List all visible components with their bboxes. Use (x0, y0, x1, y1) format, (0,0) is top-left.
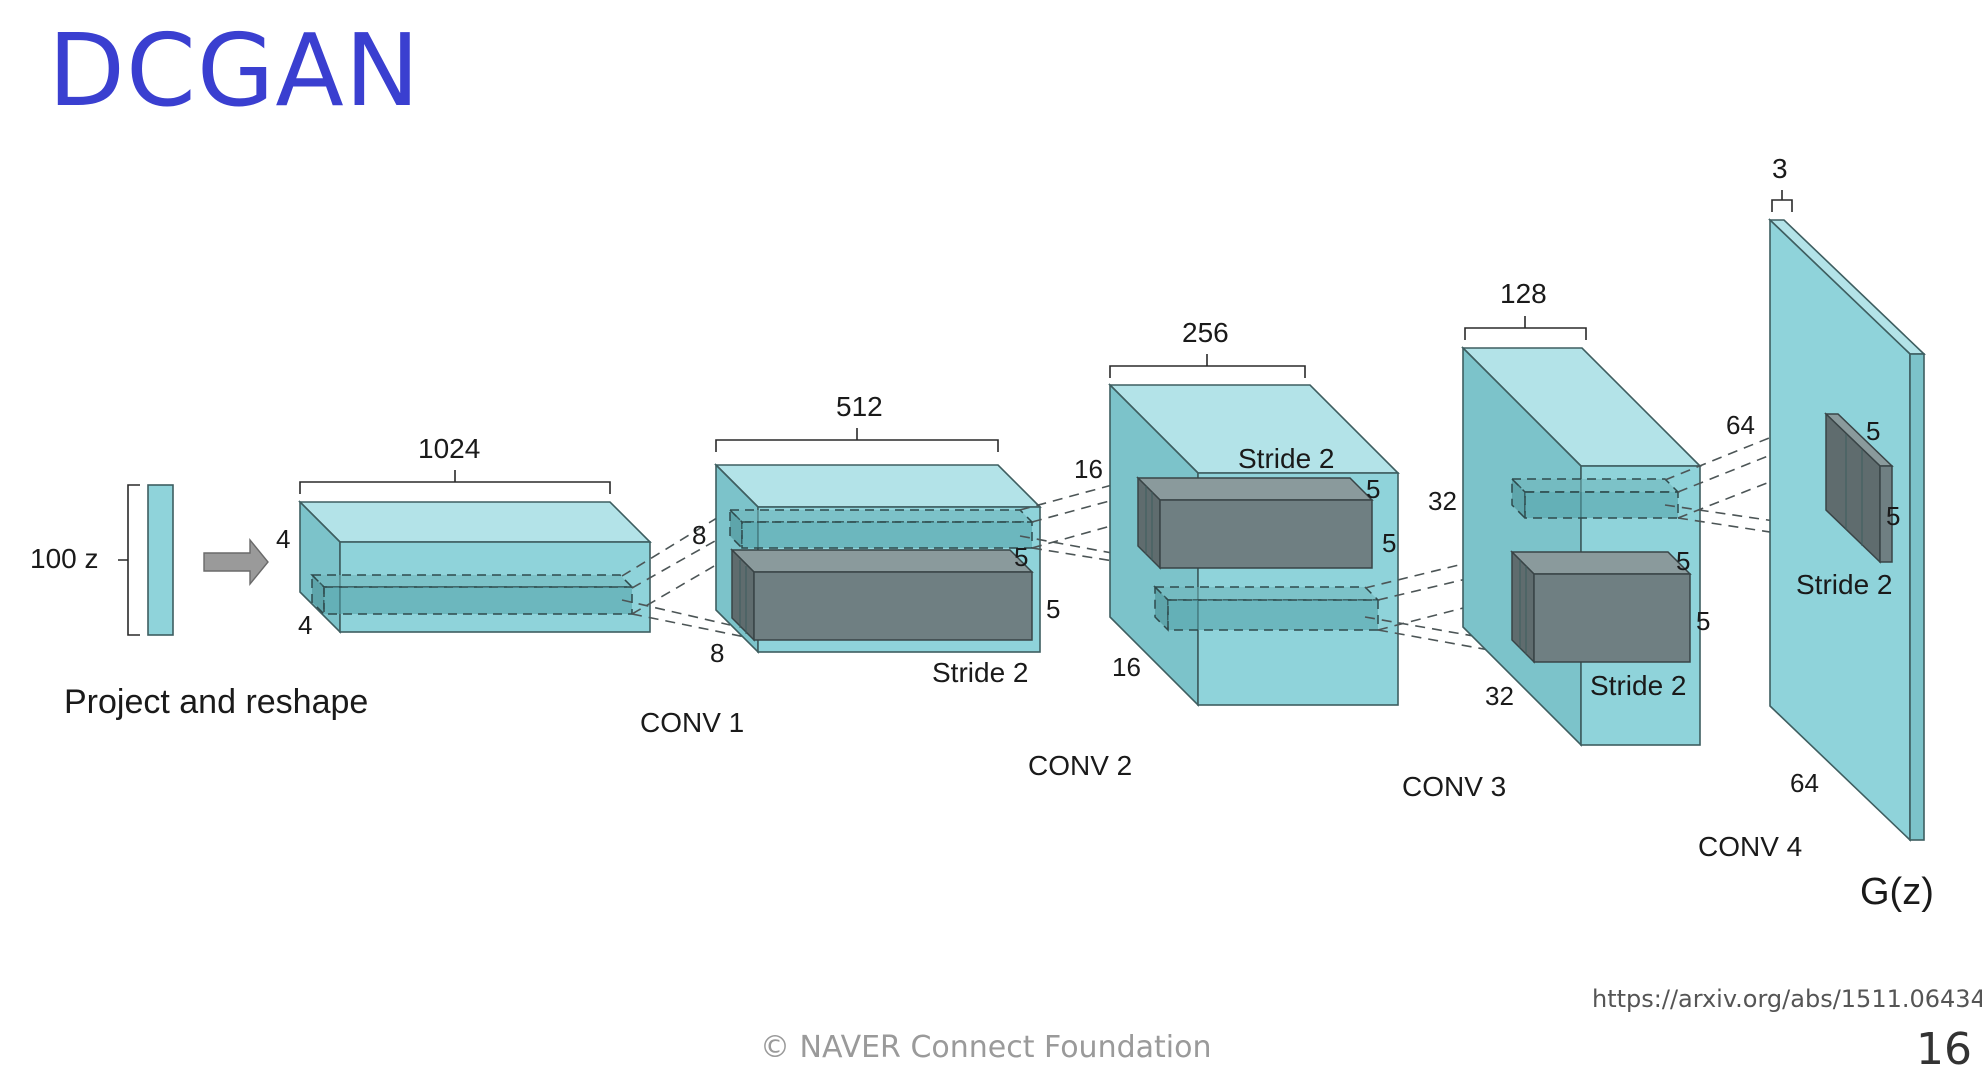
footer-copyright: © NAVER Connect Foundation (760, 1030, 1212, 1065)
block-1024-width-label: 4 (298, 610, 312, 640)
block-conv1-depth-label: 512 (836, 391, 883, 422)
block-conv2-patch-front (1167, 599, 1379, 631)
input-z-label: 100 z (30, 543, 99, 574)
brace-256 (1109, 354, 1306, 378)
block-conv1-kernel-w-label: 5 (1046, 594, 1060, 624)
block-conv4-depth-label: 3 (1772, 153, 1788, 184)
block-conv2-kernel-h-label: 5 (1366, 474, 1380, 504)
block-conv4-height-label: 64 (1726, 410, 1755, 440)
block-conv1-name: CONV 1 (640, 707, 744, 738)
block-conv4-width-label: 64 (1790, 768, 1819, 798)
input-z-vector: 100 z (30, 484, 174, 636)
block-conv3-height-label: 32 (1428, 486, 1457, 516)
block-conv1-stride-label: Stride 2 (932, 657, 1029, 688)
z-vector-brace (118, 484, 140, 636)
block-conv4-stride-label: Stride 2 (1796, 569, 1893, 600)
block-conv4-kernel-w-label: 5 (1886, 501, 1900, 531)
block-1024-patch-front (323, 586, 633, 615)
block-conv2: 256 16 16 Stride 2 5 5 CONV 2 (1028, 317, 1400, 781)
block-conv1-patch-side (729, 508, 743, 550)
block-conv3-kernel-top (1510, 551, 1692, 575)
block-conv4-kernel-front (1879, 465, 1893, 563)
block-conv1-patch-front (741, 521, 1033, 549)
block-conv2-width-label: 16 (1112, 652, 1141, 682)
block-conv2-patch-top (1153, 586, 1380, 601)
block-conv1-width-label: 8 (710, 638, 724, 668)
block-1024-depth-label: 1024 (418, 433, 480, 464)
block-1024-patch-side (311, 573, 325, 616)
project-reshape-label: Project and reshape (64, 683, 368, 721)
block-conv3-kernel-w-label: 5 (1696, 606, 1710, 636)
block-conv3: 128 32 32 5 5 Stride 2 CONV 3 (1402, 278, 1710, 802)
brace-512 (715, 428, 999, 452)
block-conv3-stride-label: Stride 2 (1590, 670, 1687, 701)
z-vector-bar (147, 484, 174, 636)
block-conv1-kernel-h-label: 5 (1014, 542, 1028, 572)
block-conv1-kernel-front (753, 571, 1033, 641)
block-conv3-patch-side (1511, 477, 1526, 520)
block-conv1-patch-top (728, 509, 1034, 523)
project-arrow-icon (203, 538, 269, 586)
block-conv3-name: CONV 3 (1402, 771, 1506, 802)
block-conv3-kernel-front (1533, 573, 1691, 663)
block-conv2-kernel-w-label: 5 (1382, 528, 1396, 558)
block-conv4-name: CONV 4 (1698, 831, 1802, 862)
block-conv3-patch-top (1510, 478, 1680, 493)
block-1024: 1024 4 4 (276, 433, 652, 640)
block-conv2-height-label: 16 (1074, 454, 1103, 484)
block-conv2-name: CONV 2 (1028, 750, 1132, 781)
block-conv1-top (714, 464, 1042, 508)
block-conv4-side (1909, 353, 1925, 841)
block-conv2-kernel-front (1159, 499, 1373, 569)
block-1024-top (298, 501, 652, 543)
block-conv4: 3 64 64 5 5 Stride 2 CONV 4 (1698, 153, 1926, 862)
block-conv1-height-label: 8 (692, 520, 706, 550)
brace-1024 (299, 470, 611, 494)
block-conv1-kernel-top (730, 549, 1034, 573)
slide-title: DCGAN (48, 12, 421, 129)
block-conv3-depth-label: 128 (1500, 278, 1547, 309)
block-conv3-patch-front (1524, 491, 1679, 519)
block-conv2-stride-label: Stride 2 (1238, 443, 1335, 474)
brace-3 (1771, 190, 1793, 212)
brace-128 (1464, 316, 1587, 340)
block-conv3-width-label: 32 (1485, 681, 1514, 711)
block-conv2-kernel-top (1136, 477, 1374, 501)
source-url: https://arxiv.org/abs/1511.06434 (1592, 985, 1982, 1013)
output-gz-label: G(z) (1860, 871, 1934, 913)
block-conv1: 512 8 8 5 5 Stride 2 CONV 1 (640, 391, 1060, 738)
block-conv3-kernel-h-label: 5 (1676, 546, 1690, 576)
page-number: 16 (1916, 1024, 1972, 1075)
block-1024-patch-top (310, 574, 634, 588)
block-1024-height-label: 4 (276, 524, 290, 554)
block-conv2-depth-label: 256 (1182, 317, 1229, 348)
block-conv4-kernel-h-label: 5 (1866, 416, 1880, 446)
